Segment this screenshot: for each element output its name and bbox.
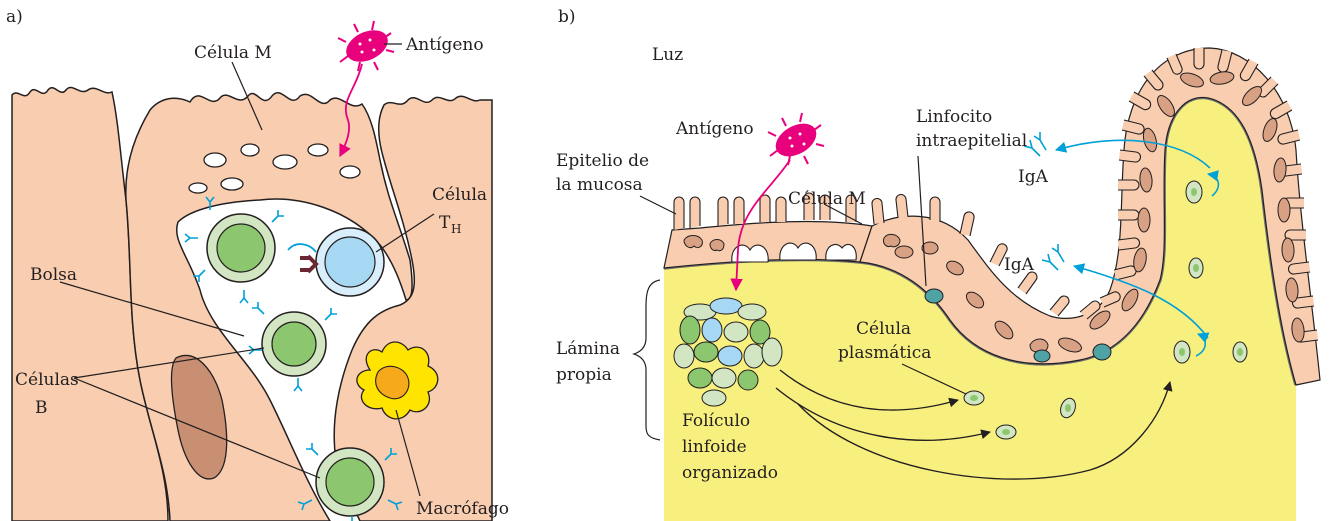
label-pocket: Bolsa <box>30 265 77 285</box>
label-follicle-1: Folículo <box>682 411 750 431</box>
panel-a-letter: a) <box>6 7 23 27</box>
th-cell <box>288 228 384 296</box>
label-th-symbol: T <box>439 213 451 233</box>
iga-molecules <box>1024 132 1064 270</box>
label-plasma-1: Célula <box>856 319 911 339</box>
lamina-bracket <box>634 280 660 440</box>
label-follicle-3: organizado <box>682 463 778 483</box>
b-cell-2 <box>262 312 326 376</box>
label-follicle-2: linfoide <box>682 437 747 457</box>
label-lamina-1: Lámina <box>556 339 620 359</box>
label-th-subscript: H <box>451 222 461 236</box>
label-iga-mid: IgA <box>1004 255 1035 275</box>
antigen-a <box>338 21 394 71</box>
label-lumen: Luz <box>652 45 683 65</box>
b-cell-1 <box>207 214 275 282</box>
panel-a: a) <box>6 7 509 521</box>
b-cell-3 <box>316 448 384 516</box>
label-epithelium-2: la mucosa <box>556 175 643 195</box>
panel-b: b) <box>556 7 1320 521</box>
label-th-cell: Célula <box>432 185 487 205</box>
label-plasma-2: plasmática <box>838 343 931 363</box>
label-m-cell-a: Célula M <box>194 43 272 63</box>
label-iel-2: intraepitelial <box>916 131 1027 151</box>
panel-b-letter: b) <box>558 7 576 27</box>
label-antigen-b: Antígeno <box>675 119 754 139</box>
label-m-cell-b: Célula M <box>788 189 866 209</box>
label-iel-1: Linfocito <box>916 107 992 127</box>
label-macrophage: Macrófago <box>416 499 509 519</box>
label-b-cells-1: Células <box>15 370 79 390</box>
label-iga-top: IgA <box>1018 167 1049 187</box>
label-epithelium-1: Epitelio de <box>556 151 649 171</box>
label-lamina-2: propia <box>556 365 612 385</box>
macrophage <box>357 342 438 419</box>
antigen-b <box>768 113 824 165</box>
label-antigen-a: Antígeno <box>405 35 484 55</box>
label-b-cells-2: B <box>35 398 48 418</box>
